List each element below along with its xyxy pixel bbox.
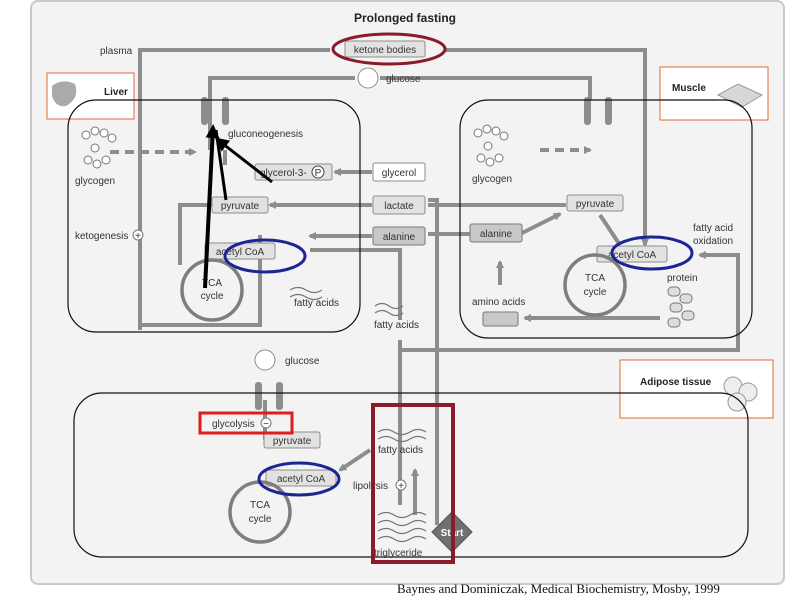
citation-text: Baynes and Dominiczak, Medical Biochemis… bbox=[397, 581, 720, 596]
fatty-acids-to-muscle bbox=[400, 251, 740, 352]
glucose-molecule-icon bbox=[357, 67, 379, 89]
liver-tca-label: TCA bbox=[202, 278, 222, 289]
protein-icon bbox=[667, 286, 695, 328]
membrane-channels bbox=[201, 97, 612, 410]
ketogenesis-plus-circle bbox=[132, 229, 144, 241]
lipolysis-plus-circle bbox=[395, 479, 407, 491]
adipose-pyruvate-label: pyruvate bbox=[273, 436, 312, 447]
alanine-box bbox=[372, 226, 426, 246]
glucose-path-muscle bbox=[380, 76, 592, 100]
liver-acetyl-coa-label: acetyl CoA bbox=[216, 247, 265, 258]
muscle-glycogen-label: glycogen bbox=[472, 174, 512, 185]
pyruvate-to-alanine bbox=[519, 212, 562, 236]
liver-internal-loop bbox=[140, 235, 262, 327]
diagram-title: Prolonged fasting bbox=[354, 11, 456, 25]
plasma-label: plasma bbox=[100, 46, 133, 57]
ketone-bodies-label: ketone bodies bbox=[354, 45, 416, 56]
lactate-label: lactate bbox=[384, 201, 414, 212]
muscle-pyruvate-down bbox=[598, 213, 622, 247]
glucose-label: glucose bbox=[386, 74, 421, 85]
liver-pyruvate-label: pyruvate bbox=[221, 201, 260, 212]
liver-compartment bbox=[67, 99, 361, 333]
fatty-acid-oxidation-label-2: oxidation bbox=[693, 236, 733, 247]
adipose-fatty-acids-label: fatty acids bbox=[378, 445, 423, 456]
liver-tag: Liver bbox=[46, 72, 135, 120]
muscle-pyruvate-label: pyruvate bbox=[576, 199, 615, 210]
ketogenesis-plus: + bbox=[135, 231, 141, 242]
adipose-tca-ring bbox=[228, 480, 292, 544]
ketone-bodies-highlight bbox=[331, 32, 447, 66]
glycolysis-minus: − bbox=[263, 419, 269, 430]
liver-tca-ring bbox=[180, 258, 244, 322]
annotation-arrow-glycerol bbox=[214, 137, 273, 184]
glycolysis-minus-circle bbox=[260, 417, 272, 429]
ketone-bodies-box bbox=[344, 40, 426, 58]
glycerol-3-p-label: glycerol-3- bbox=[260, 168, 307, 179]
muscle-glycogen-icon bbox=[473, 124, 509, 167]
muscle-pyruvate-box bbox=[566, 194, 624, 212]
muscle-compartment bbox=[459, 99, 753, 339]
ketogenesis-label: ketogenesis bbox=[75, 231, 128, 242]
liver-cycle-label: cycle bbox=[201, 291, 224, 302]
liver-label: Liver bbox=[104, 87, 128, 98]
muscle-cycle-label: cycle bbox=[584, 287, 607, 298]
lipolysis-highlight bbox=[371, 403, 455, 564]
gluconeogenesis-label: gluconeogenesis bbox=[228, 129, 303, 140]
amino-acids-box bbox=[482, 311, 519, 327]
adipose-cycle-label: cycle bbox=[249, 514, 272, 525]
glycolysis-highlight bbox=[198, 411, 294, 435]
protein-label: protein bbox=[667, 273, 698, 284]
plasma-fatty-acids-label: fatty acids bbox=[374, 320, 419, 331]
liver-pyruvate-box bbox=[211, 196, 269, 214]
phosphate-label: P bbox=[315, 168, 322, 179]
amino-acids-label: amino acids bbox=[472, 297, 525, 308]
ketone-path-right bbox=[445, 48, 649, 247]
lipolysis-plus: + bbox=[398, 481, 404, 492]
adipose-acetyl-coa-highlight bbox=[257, 461, 341, 497]
liver-pyruvate-down bbox=[178, 203, 215, 265]
liver-organ-icon bbox=[52, 81, 77, 107]
muscle-tag: Muscle bbox=[659, 66, 769, 121]
muscle-alanine-box bbox=[469, 223, 523, 243]
glycerol-box bbox=[372, 162, 426, 182]
lipolysis-label: lipolysis bbox=[353, 481, 388, 492]
muscle-alanine-label: alanine bbox=[480, 229, 513, 240]
phosphate-circle bbox=[311, 165, 325, 179]
adipose-tag: Adipose tissue bbox=[619, 359, 774, 419]
muscle-tca-ring bbox=[563, 253, 627, 317]
lactate-box bbox=[372, 195, 426, 215]
liver-acetyl-coa-highlight bbox=[223, 238, 307, 274]
figure-background bbox=[30, 0, 785, 585]
adipose-acetyl-coa-label: acetyl CoA bbox=[277, 474, 326, 485]
adipose-glucose-icon bbox=[254, 349, 276, 371]
adipose-compartment bbox=[73, 392, 749, 558]
triglyceride-squiggles bbox=[377, 511, 427, 543]
fatty-acid-oxidation-label-1: fatty acid bbox=[693, 223, 733, 234]
glycerol-label: glycerol bbox=[382, 168, 416, 179]
fatty-acids-to-liver bbox=[310, 248, 402, 320]
liver-fatty-acids-label: fatty acids bbox=[294, 298, 339, 309]
triglyceride-label: triglyceride bbox=[374, 548, 423, 559]
adipose-glycerol-up bbox=[428, 198, 439, 525]
adipose-fatty-acid-squiggle bbox=[377, 428, 427, 443]
glycerol-3-p-box bbox=[254, 163, 333, 181]
adipose-glucose-label: glucose bbox=[285, 356, 320, 367]
muscle-acetyl-coa-label: acetyl CoA bbox=[608, 250, 657, 261]
liver-glycogen-label: glycogen bbox=[75, 176, 115, 187]
plasma-fatty-acid-squiggle bbox=[374, 302, 404, 317]
annotation-arrow-vertical bbox=[203, 124, 220, 289]
muscle-fiber-icon bbox=[716, 83, 764, 108]
liver-fatty-acid-squiggle bbox=[289, 286, 323, 301]
alanine-label: alanine bbox=[383, 232, 416, 243]
adipose-acetyl-coa-box bbox=[265, 469, 337, 487]
muscle-acetyl-coa-highlight bbox=[610, 235, 694, 271]
adipose-fa-to-acetyl bbox=[338, 448, 372, 472]
liver-glycogen-icon bbox=[81, 126, 117, 169]
adipose-tca-label: TCA bbox=[250, 500, 270, 511]
adipose-label: Adipose tissue bbox=[640, 377, 712, 388]
muscle-tca-label: TCA bbox=[585, 273, 605, 284]
muscle-label: Muscle bbox=[672, 83, 706, 94]
glycolysis-label: glycolysis bbox=[212, 419, 255, 430]
